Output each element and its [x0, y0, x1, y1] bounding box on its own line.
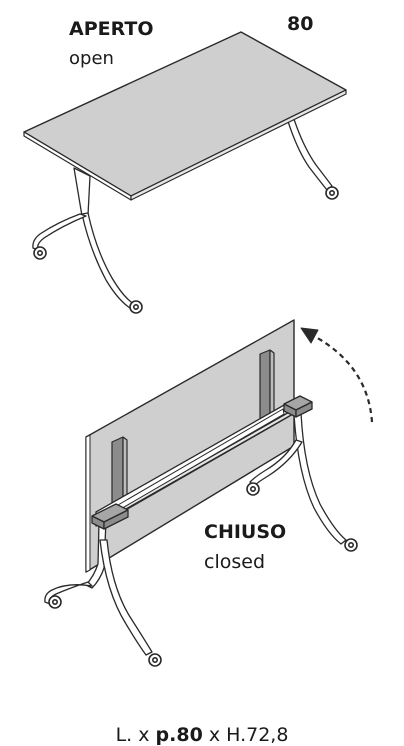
- closed-back-leg: [249, 412, 347, 545]
- fold-rotation-arrow-icon: [300, 327, 374, 423]
- open-state-title: APERTO: [69, 18, 154, 40]
- open-state-subtitle: open: [69, 48, 114, 69]
- closed-state-subtitle: closed: [204, 551, 265, 573]
- closed-table-drawing: [44, 319, 374, 667]
- open-table-drawing: [23, 31, 347, 314]
- closed-crossbar: [95, 395, 301, 527]
- dimensions-suffix: x H.72,8: [202, 724, 289, 746]
- open-tabletop: [23, 31, 347, 201]
- open-casters: [33, 186, 339, 314]
- closed-front-leg: [44, 519, 153, 656]
- dimensions-prefix: L. x: [115, 724, 156, 746]
- open-back-leg: [285, 112, 333, 191]
- closed-casters: [48, 482, 358, 667]
- closed-state-title: CHIUSO: [204, 521, 287, 543]
- closed-end-caps: [91, 395, 313, 530]
- width-label: 80: [287, 13, 314, 35]
- dimensions-caption: L. x p.80 x H.72,8: [0, 726, 404, 745]
- dimensions-depth: p.80: [155, 724, 203, 746]
